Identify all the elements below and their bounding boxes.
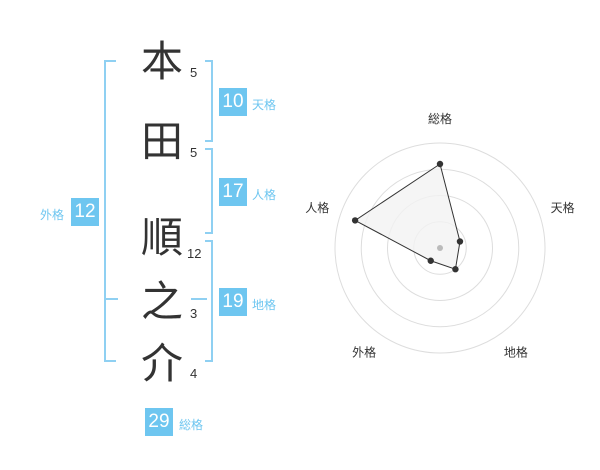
radar-polygon	[354, 163, 461, 270]
stroke-count-4: 3	[190, 306, 198, 321]
soukaku-label: 総格	[179, 418, 204, 432]
soukaku-value: 29	[145, 408, 173, 436]
gaikaku-bracket-mid	[104, 298, 118, 300]
name-char-2: 田	[140, 117, 183, 166]
stroke-count-1: 5	[190, 65, 198, 80]
radar-point	[452, 266, 459, 273]
jinkaku-bracket	[205, 148, 213, 234]
radar-point	[456, 238, 464, 245]
radar-center	[437, 245, 443, 251]
radar-point	[351, 217, 359, 224]
chikaku-bracket	[205, 240, 213, 362]
radar-axis-label: 人格	[305, 200, 329, 215]
radar-axis-label: 地格	[504, 344, 528, 359]
gaikaku-bracket	[104, 60, 116, 362]
stroke-count-2: 5	[190, 145, 198, 160]
radar-point	[427, 257, 434, 264]
radar-axis-label: 天格	[551, 200, 575, 215]
jinkaku-value: 17	[219, 178, 247, 206]
jinkaku-label: 人格	[252, 188, 277, 202]
gaikaku-label: 外格	[40, 208, 65, 222]
name-char-4: 之	[140, 277, 183, 326]
tenkaku-bracket	[205, 60, 213, 142]
stroke-count-3: 12	[187, 246, 202, 261]
tenkaku-label: 天格	[252, 98, 277, 112]
radar-ring	[334, 142, 546, 354]
name-char-1: 本	[140, 37, 183, 86]
chikaku-value: 19	[219, 288, 247, 316]
name-char-3: 順	[140, 213, 183, 262]
chikaku-bracket-mid	[191, 298, 207, 300]
radar-axis-label: 総格	[428, 111, 452, 126]
stroke-count-5: 4	[190, 366, 198, 381]
chikaku-label: 地格	[252, 298, 277, 312]
radar-axis-label: 外格	[352, 344, 376, 359]
gaikaku-value: 12	[71, 198, 99, 226]
tenkaku-value: 10	[219, 88, 247, 116]
radar-point	[436, 160, 444, 168]
name-char-5: 介	[140, 339, 183, 388]
